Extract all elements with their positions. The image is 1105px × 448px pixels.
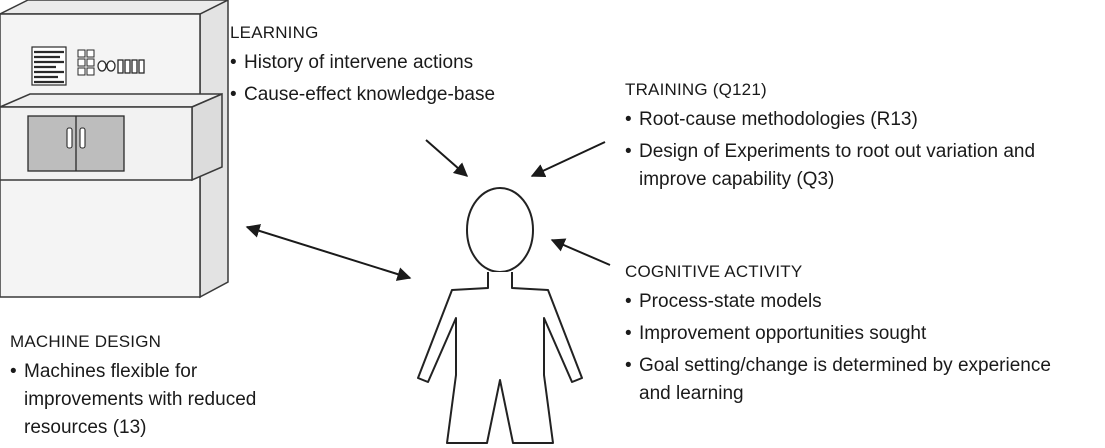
machine-design-block: MACHINE DESIGN •Machines flexible for im… <box>10 330 260 442</box>
machine-display <box>31 46 67 86</box>
learning-arrow <box>425 139 469 177</box>
training-heading: TRAINING (Q121) <box>625 80 767 99</box>
machine-switches <box>117 59 145 74</box>
machine-design-list: •Machines flexible for improvements with… <box>10 358 260 442</box>
training-block: TRAINING (Q121) •Root-cause methodologie… <box>625 78 1095 194</box>
learning-item: •Cause-effect knowledge-base <box>230 84 496 105</box>
learning-block: LEARNING •History of intervene actions •… <box>230 21 550 109</box>
cognitive-item: •Process-state models <box>625 291 822 312</box>
learning-item: •History of intervene actions <box>230 52 474 73</box>
machine-cabinet-icon <box>0 0 229 299</box>
training-list: •Root-cause methodologies (R13) •Design … <box>625 106 1095 194</box>
training-arrow <box>530 141 606 178</box>
machine-design-heading: MACHINE DESIGN <box>10 332 162 351</box>
training-item: •Root-cause methodologies (R13) <box>625 109 918 130</box>
cognitive-heading: COGNITIVE ACTIVITY <box>625 262 803 281</box>
cognitive-list: •Process-state models •Improvement oppor… <box>625 288 1065 408</box>
training-item: •Design of Experiments to root out varia… <box>625 141 1036 190</box>
learning-list: •History of intervene actions •Cause-eff… <box>230 49 550 109</box>
machine-arrow <box>245 224 412 281</box>
machine-design-item: •Machines flexible for improvements with… <box>10 361 257 438</box>
cognitive-block: COGNITIVE ACTIVITY •Process-state models… <box>625 260 1065 408</box>
cognitive-arrow <box>550 238 611 266</box>
cognitive-item: •Improvement opportunities sought <box>625 323 927 344</box>
cognitive-item: •Goal setting/change is determined by ex… <box>625 355 1051 404</box>
person-body <box>417 272 583 444</box>
machine-knobs <box>97 60 116 72</box>
learning-heading: LEARNING <box>230 23 319 42</box>
machine-keypad <box>77 49 95 76</box>
